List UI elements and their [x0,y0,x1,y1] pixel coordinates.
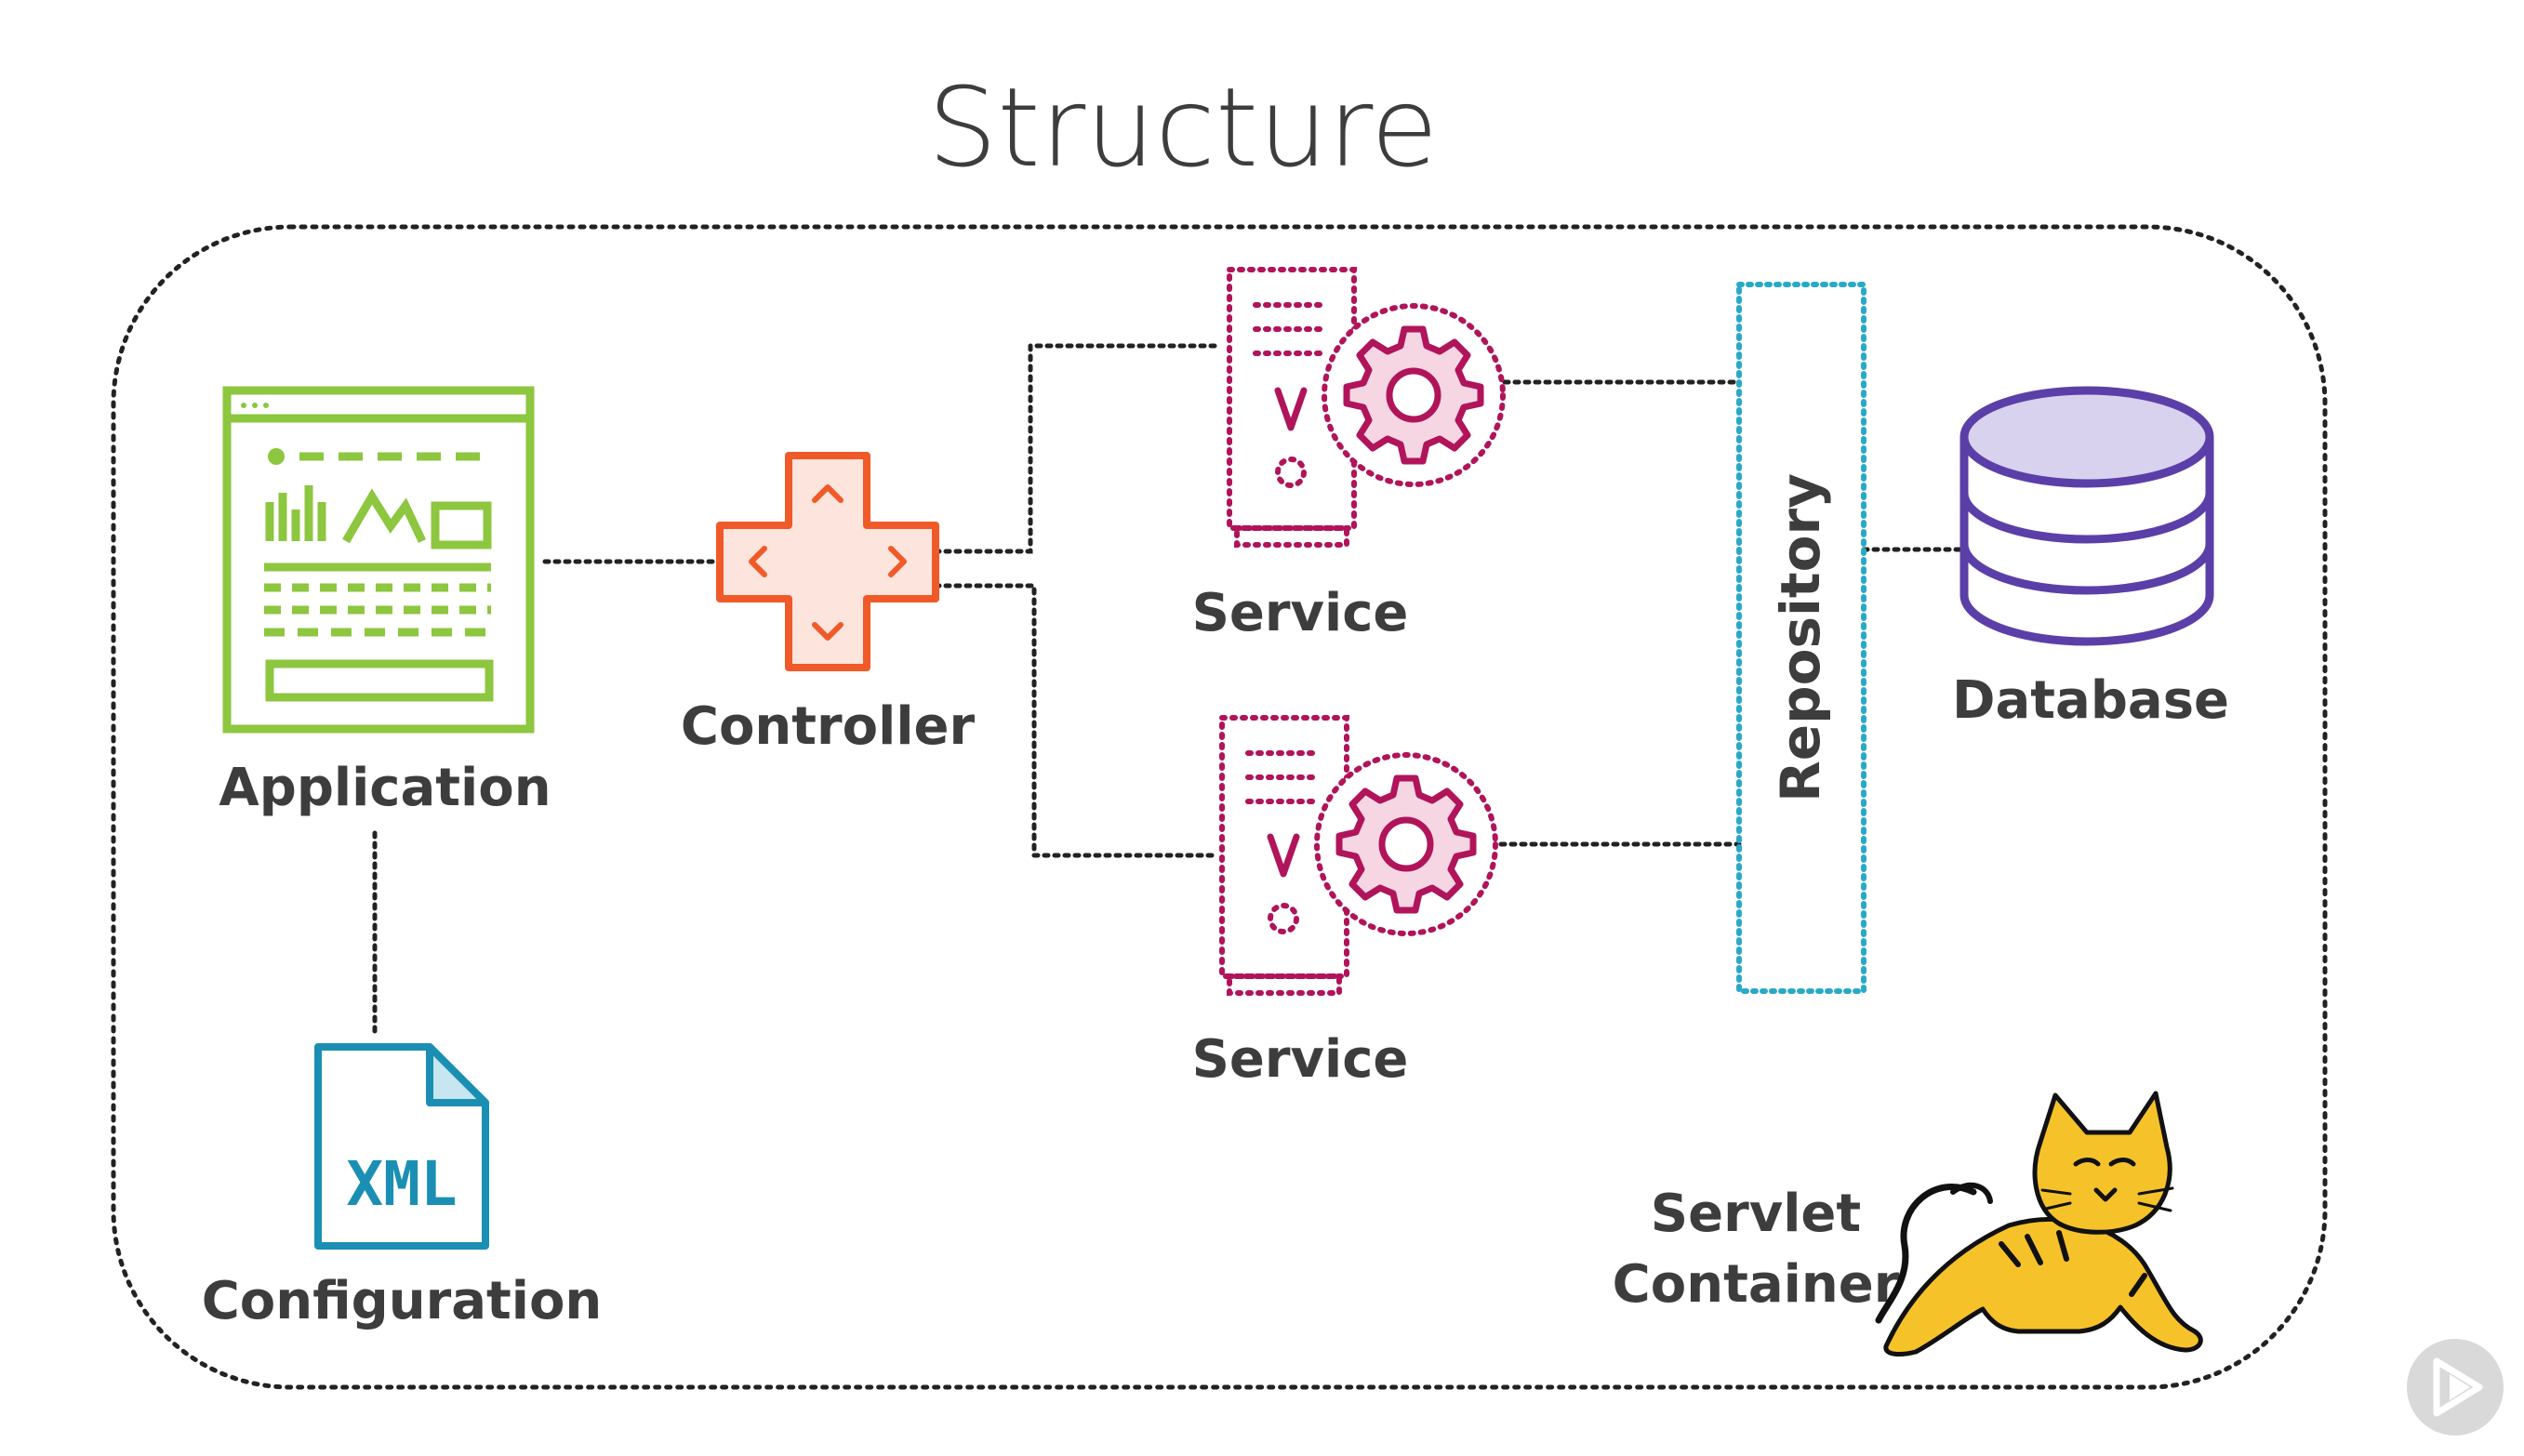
configuration-label: Configuration [202,1271,603,1331]
repository-label: Repository [1769,473,1832,802]
xml-file-icon: XML [314,1043,489,1250]
tomcat-cat-icon [1875,1091,2203,1357]
database-label: Database [1952,670,2229,731]
database-cylinder-icon [1959,386,2214,646]
service-server-gear-icon [1227,267,1506,548]
servlet-container-boundary [111,224,2328,1390]
connectors [372,343,1967,1040]
edge-controller-service-top [933,343,1219,554]
service-bottom-label: Service [1192,1029,1409,1090]
diagram-title: Structure [928,63,1439,192]
repository-box [1736,282,1866,994]
application-icon [222,386,535,734]
play-icon [2433,1357,2483,1417]
servlet-container-label-line2: Container [1613,1254,1900,1315]
play-button[interactable] [2407,1339,2504,1436]
controller-label: Controller [681,696,976,757]
service-server-gear-icon [1219,715,1498,996]
edge-controller-service-bottom [933,583,1219,858]
xml-icon-text: XML [346,1148,457,1220]
servlet-container-label-line1: Servlet [1651,1184,1861,1244]
service-top-label: Service [1192,583,1409,643]
controller-dpad-icon [716,452,939,671]
application-label: Application [219,758,551,818]
